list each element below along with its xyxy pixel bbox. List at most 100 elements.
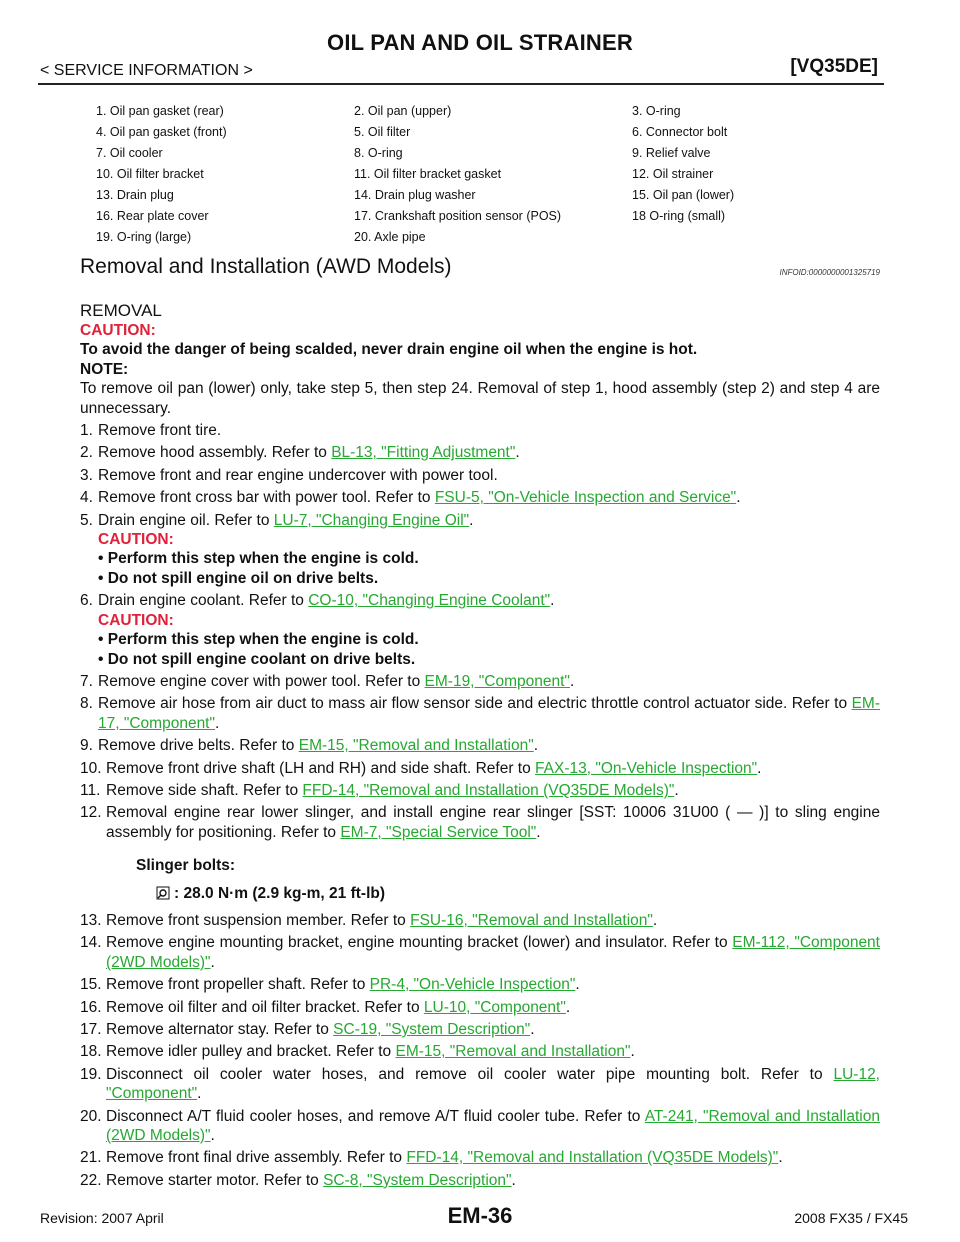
reference-link[interactable]: SC-8, "System Description" <box>323 1171 512 1189</box>
reference-link[interactable]: AT-241, "Removal and Installation (2WD M… <box>106 1107 880 1145</box>
step-instruction: Remove engine mounting bracket, engine m… <box>106 934 733 952</box>
reference-link[interactable]: EM-112, "Component (2WD Models)" <box>106 934 880 971</box>
step-text: Remove front cross bar with power tool. … <box>98 488 880 507</box>
step-text: Remove engine mounting bracket, engine m… <box>106 933 880 972</box>
legend-item: 9. Relief valve <box>632 145 711 160</box>
legend-item: 7. Oil cooler <box>96 145 163 160</box>
note-label: NOTE: <box>80 360 129 378</box>
step-instruction: Remove front propeller shaft. Refer to <box>106 976 370 994</box>
step-number: 15. <box>80 976 102 994</box>
reference-link[interactable]: CO-10, "Changing Engine Coolant" <box>308 592 551 610</box>
legend-item: 12. Oil strainer <box>632 166 714 181</box>
reference-link[interactable]: FAX-13, "On-Vehicle Inspection" <box>535 759 758 777</box>
legend-item: 14. Drain plug washer <box>354 187 476 202</box>
step-number: 6. <box>80 592 93 610</box>
torque-wrench-icon <box>156 886 170 900</box>
procedure-step: 10.Remove front drive shaft (LH and RH) … <box>80 759 880 778</box>
legend-item: 17. Crankshaft position sensor (POS) <box>354 208 562 223</box>
step-text: Remove alternator stay. Refer to SC-19, … <box>106 1020 880 1039</box>
step-end: . <box>515 444 520 462</box>
step-number: 16. <box>80 998 102 1016</box>
parts-legend: 1. Oil pan gasket (rear)2. Oil pan (uppe… <box>96 100 876 247</box>
step-number: 14. <box>80 934 102 952</box>
legend-item: 15. Oil pan (lower) <box>632 187 735 202</box>
procedure-step: 7.Remove engine cover with power tool. R… <box>80 672 880 691</box>
step-end: . <box>469 511 474 529</box>
reference-link[interactable]: FFD-14, "Removal and Installation (VQ35D… <box>406 1149 779 1167</box>
procedure-step: 3.Remove front and rear engine undercove… <box>80 466 880 485</box>
footer-model: 2008 FX35 / FX45 <box>794 1210 908 1226</box>
reference-link[interactable]: EM-7, "Special Service Tool" <box>340 823 537 841</box>
reference-link[interactable]: LU-7, "Changing Engine Oil" <box>273 511 470 529</box>
step-number: 5. <box>80 511 93 529</box>
procedure-step: 5. Drain engine oil. Refer to LU-7, "Chan… <box>80 511 880 589</box>
step-end: . <box>215 714 220 732</box>
reference-link[interactable]: EM-19, "Component" <box>424 672 570 690</box>
spec-label: Slinger bolts: <box>136 857 236 875</box>
step-instruction: Remove engine cover with power tool. Ref… <box>98 672 425 690</box>
step-text: Drain engine oil. Refer to LU-7, "Changi… <box>98 511 880 589</box>
engine-code: [VQ35DE] <box>790 56 878 77</box>
step-text: Remove drive belts. Refer to EM-15, "Rem… <box>98 736 880 755</box>
reference-link[interactable]: FSU-16, "Removal and Installation" <box>410 911 653 929</box>
step-number: 13. <box>80 911 102 929</box>
reference-link[interactable]: PR-4, "On-Vehicle Inspection" <box>369 976 576 994</box>
step-text: Remove air hose from air duct to mass ai… <box>98 694 880 733</box>
step-instruction: Remove alternator stay. Refer to <box>106 1021 334 1038</box>
step-instruction: Remove front drive shaft (LH and RH) and… <box>106 759 536 777</box>
step-number: 21. <box>80 1149 102 1167</box>
step-instruction: Remove front tire. <box>98 422 222 440</box>
procedure-step: 18.Remove idler pulley and bracket. Refe… <box>80 1042 880 1061</box>
page-subtitle: < SERVICE INFORMATION > <box>40 62 253 79</box>
step-end: . <box>533 737 539 755</box>
step-number: 18. <box>80 1043 102 1061</box>
legend-item: 2. Oil pan (upper) <box>354 103 452 118</box>
step-text: Remove front propeller shaft. Refer to P… <box>106 975 880 994</box>
procedure-step: 22.Remove starter motor. Refer to SC-8, … <box>80 1171 880 1190</box>
bullet-icon: • <box>98 550 108 568</box>
step-text: Disconnect A/T fluid cooler hoses, and r… <box>106 1107 880 1146</box>
step-end: . <box>630 1043 635 1061</box>
step-text: Remove idler pulley and bracket. Refer t… <box>106 1042 880 1061</box>
spec-block: Slinger bolts: : 28.0 N·m (2.9 kg-m, 21 … <box>136 856 880 903</box>
step-text: Remove starter motor. Refer to SC-8, "Sy… <box>106 1171 880 1190</box>
procedure-step: 4.Remove front cross bar with power tool… <box>80 488 880 507</box>
step-number: 3. <box>80 466 93 484</box>
reference-link[interactable]: EM-17, "Component" <box>98 695 880 732</box>
reference-link[interactable]: SC-19, "System Description" <box>333 1021 531 1038</box>
step-end: . <box>778 1149 783 1167</box>
step-caution-label: CAUTION: <box>98 531 174 549</box>
reference-link[interactable]: FFD-14, "Removal and Installation (VQ35D… <box>302 781 675 799</box>
step-end: . <box>565 998 571 1016</box>
step-text: Remove side shaft. Refer to FFD-14, "Rem… <box>106 781 880 800</box>
reference-link[interactable]: BL-13, "Fitting Adjustment" <box>331 444 516 462</box>
procedure-step: 21.Remove front final drive assembly. Re… <box>80 1148 880 1167</box>
note-text: To remove oil pan (lower) only, take ste… <box>80 380 880 417</box>
legend-item: 4. Oil pan gasket (front) <box>96 124 227 139</box>
bullet-icon: • <box>98 631 108 649</box>
reference-link[interactable]: EM-15, "Removal and Installation" <box>395 1043 631 1061</box>
reference-link[interactable]: LU-12, "Component" <box>106 1065 880 1103</box>
step-text: Drain engine coolant. Refer to CO-10, "C… <box>98 591 880 669</box>
caution-bullet-text: Do not spill engine oil on drive belts. <box>107 569 379 587</box>
step-instruction: Remove front final drive assembly. Refer… <box>106 1149 407 1167</box>
procedure-step: 20.Disconnect A/T fluid cooler hoses, an… <box>80 1107 880 1146</box>
step-instruction: Remove front suspension member. Refer to <box>106 911 411 929</box>
step-end: . <box>652 911 658 929</box>
procedure-step: 14.Remove engine mounting bracket, engin… <box>80 933 880 972</box>
step-number: 1. <box>80 422 93 440</box>
step-end: . <box>536 823 541 841</box>
step-end: . <box>757 759 762 777</box>
step-text: Remove hood assembly. Refer to BL-13, "F… <box>98 443 880 462</box>
procedure-step: 2.Remove hood assembly. Refer to BL-13, … <box>80 443 880 462</box>
step-number: 22. <box>80 1171 102 1189</box>
step-instruction: Remove air hose from air duct to mass ai… <box>98 695 852 713</box>
reference-link[interactable]: EM-15, "Removal and Installation" <box>298 737 534 755</box>
step-instruction: Remove starter motor. Refer to <box>106 1171 324 1189</box>
step-text: Remove front tire. <box>98 421 880 440</box>
reference-link[interactable]: LU-10, "Component" <box>423 998 566 1016</box>
step-end: . <box>530 1021 535 1038</box>
reference-link[interactable]: FSU-5, "On-Vehicle Inspection and Servic… <box>434 489 737 507</box>
